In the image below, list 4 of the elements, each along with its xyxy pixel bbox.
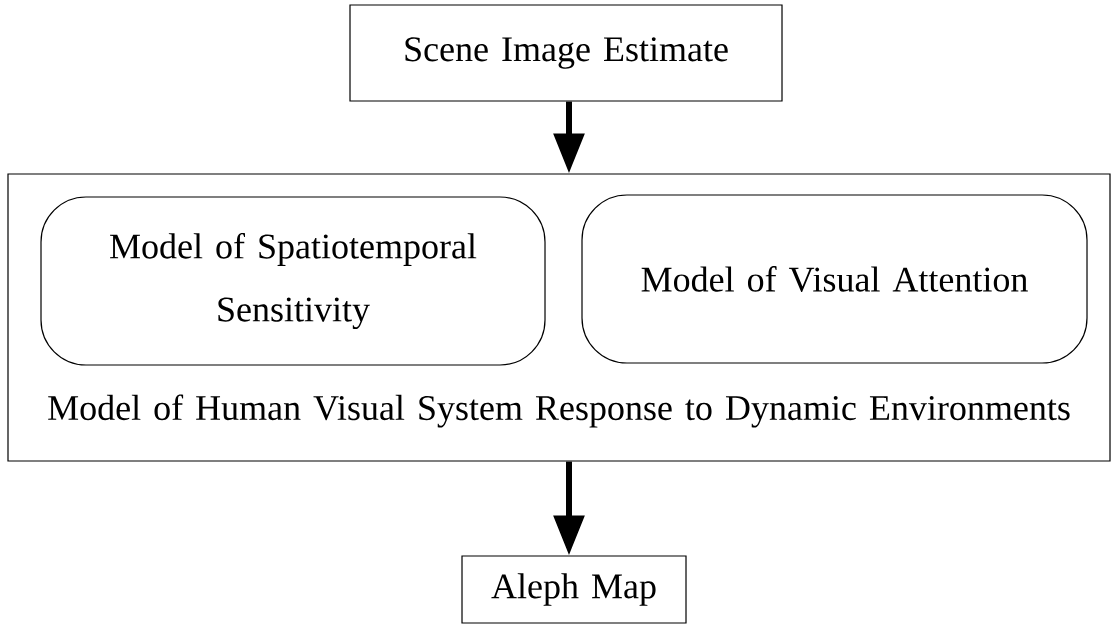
process-box: Scene Image Estimate [349,4,783,102]
process-box: Aleph Map [461,555,687,624]
rounded-box: Model of Spatiotemporal Sensitivity [40,196,546,366]
rounded-box: Model of Visual Attention [581,194,1088,364]
